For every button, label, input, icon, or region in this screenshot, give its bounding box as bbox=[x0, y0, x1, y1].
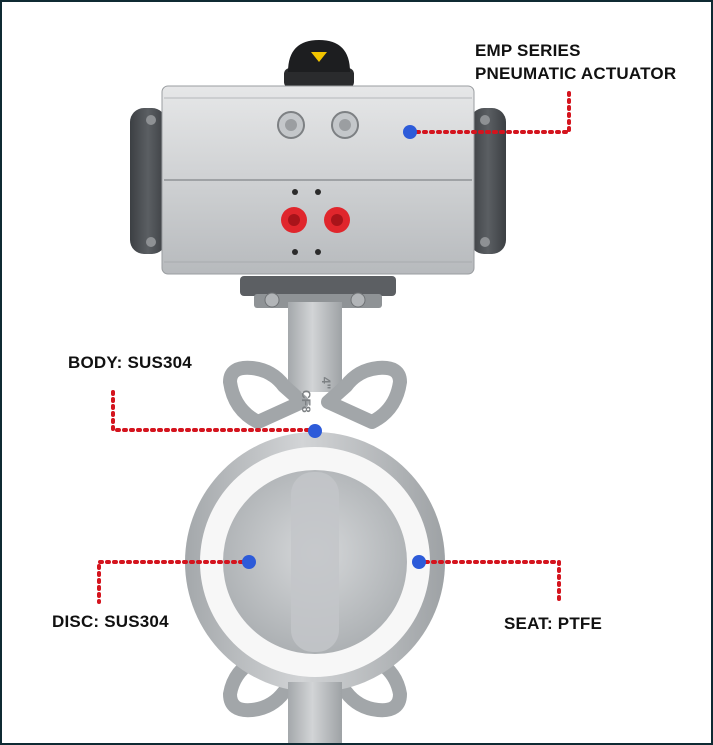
actuator-marker-dot bbox=[403, 125, 417, 139]
valve-body: 4" CF8 bbox=[185, 302, 445, 743]
disc-callout: DISC: SUS304 bbox=[52, 612, 169, 631]
seat-leader bbox=[417, 560, 561, 604]
callout-markers bbox=[242, 125, 426, 569]
disc-leader bbox=[97, 560, 251, 604]
actuator-callout-line1: EMP SERIES bbox=[475, 41, 581, 60]
body-marking-material: CF8 bbox=[299, 390, 313, 413]
body-marking-size: 4" bbox=[319, 377, 333, 389]
right-end-cap bbox=[470, 108, 506, 254]
disc-marker-dot bbox=[242, 555, 256, 569]
mounting-bracket bbox=[240, 276, 396, 308]
actuator-leader bbox=[408, 88, 571, 134]
seat-callout: SEAT: PTFE bbox=[504, 614, 603, 633]
body-callout: BODY: SUS304 bbox=[68, 353, 192, 372]
valve-neck bbox=[288, 302, 342, 392]
left-end-cap bbox=[130, 108, 166, 254]
body-leader bbox=[111, 385, 317, 432]
position-indicator bbox=[284, 40, 354, 88]
pneumatic-actuator bbox=[130, 85, 506, 275]
air-port-plugs bbox=[281, 207, 350, 233]
adjustment-screws bbox=[277, 111, 359, 139]
seat-marker-dot bbox=[412, 555, 426, 569]
callout-leaders bbox=[97, 88, 571, 604]
actuator-callout-line2: PNEUMATIC ACTUATOR bbox=[475, 64, 677, 83]
body-marker-dot bbox=[308, 424, 322, 438]
